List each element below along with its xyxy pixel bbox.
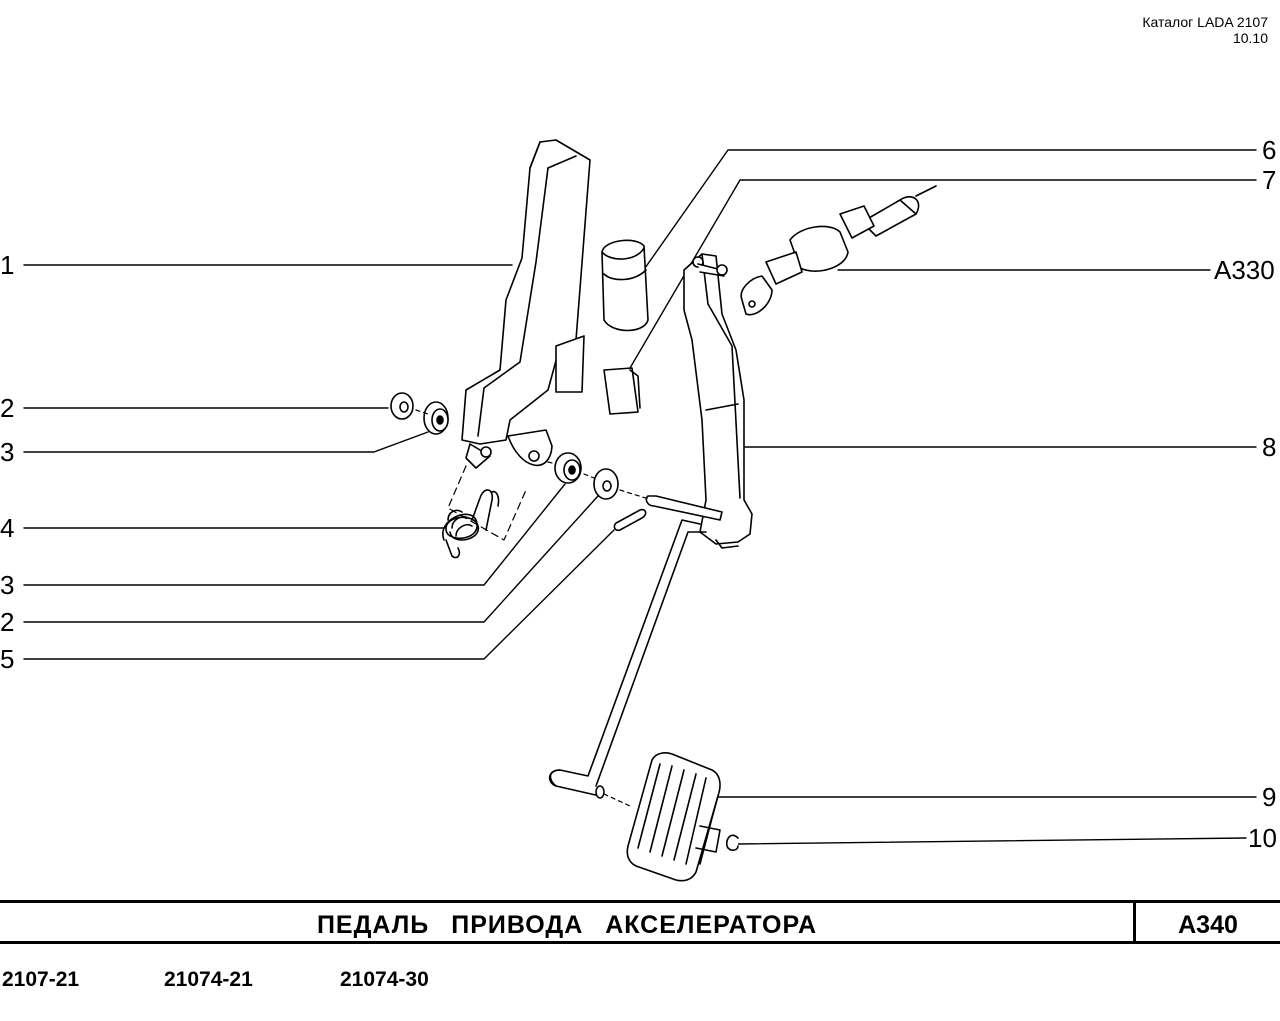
bushing-part-3-lower (554, 452, 582, 484)
title-bar: ПЕДАЛЬ ПРИВОДА АКСЕЛЕРАТОРА A340 (0, 900, 1280, 944)
buffer-part-6 (601, 239, 649, 332)
model-code: 21074-21 (164, 968, 253, 991)
spring-part-4 (442, 489, 500, 559)
pedal-rod (548, 519, 707, 799)
bushing-part-3-upper (423, 401, 449, 435)
axis-dashes (415, 409, 653, 501)
parts-diagram: 1 2 3 4 3 2 5 6 7 A330 8 9 10 (0, 135, 1277, 882)
callout-5: 5 (0, 644, 14, 674)
clip-part-7 (603, 367, 641, 415)
cotter-pin-part-5 (613, 508, 647, 532)
callout-2-lower: 2 (0, 607, 14, 637)
callout-10: 10 (1248, 823, 1277, 853)
callout-3-upper: 3 (0, 437, 14, 467)
callout-3-lower: 3 (0, 570, 14, 600)
model-code: 21074-30 (340, 968, 429, 991)
washer-part-2-lower (593, 468, 619, 500)
page-title: ПЕДАЛЬ ПРИВОДА АКСЕЛЕРАТОРА (316, 911, 818, 939)
catalog-version: 10.10 (1232, 30, 1268, 46)
callout-7: 7 (1262, 165, 1276, 195)
rod-dash (603, 793, 631, 807)
diagram-code: A340 (1178, 911, 1238, 939)
retaining-clip-part-10 (725, 834, 739, 851)
callout-9: 9 (1262, 782, 1276, 812)
callout-2-upper: 2 (0, 393, 14, 423)
callout-8: 8 (1262, 432, 1276, 462)
callout-6: 6 (1262, 135, 1276, 165)
washer-part-2-upper (390, 392, 414, 420)
callout-a330: A330 (1214, 255, 1275, 285)
leader-lines (23, 149, 1257, 845)
catalog-header: Каталог LADA 2107 10.10 (1142, 14, 1268, 46)
pivot-axle (645, 495, 723, 521)
pedal-lever-part-8 (683, 253, 753, 549)
callout-4: 4 (0, 513, 14, 543)
cable-end-a330 (740, 185, 937, 316)
bracket-part-1 (447, 139, 591, 541)
pedal-pad-part-9 (626, 752, 721, 882)
callout-1: 1 (0, 250, 14, 280)
model-code: 2107-21 (2, 968, 80, 991)
title-separator (1133, 903, 1136, 941)
callout-numbers: 1 2 3 4 3 2 5 6 7 A330 8 9 10 (0, 135, 1277, 853)
catalog-name: Каталог LADA 2107 (1142, 14, 1268, 30)
